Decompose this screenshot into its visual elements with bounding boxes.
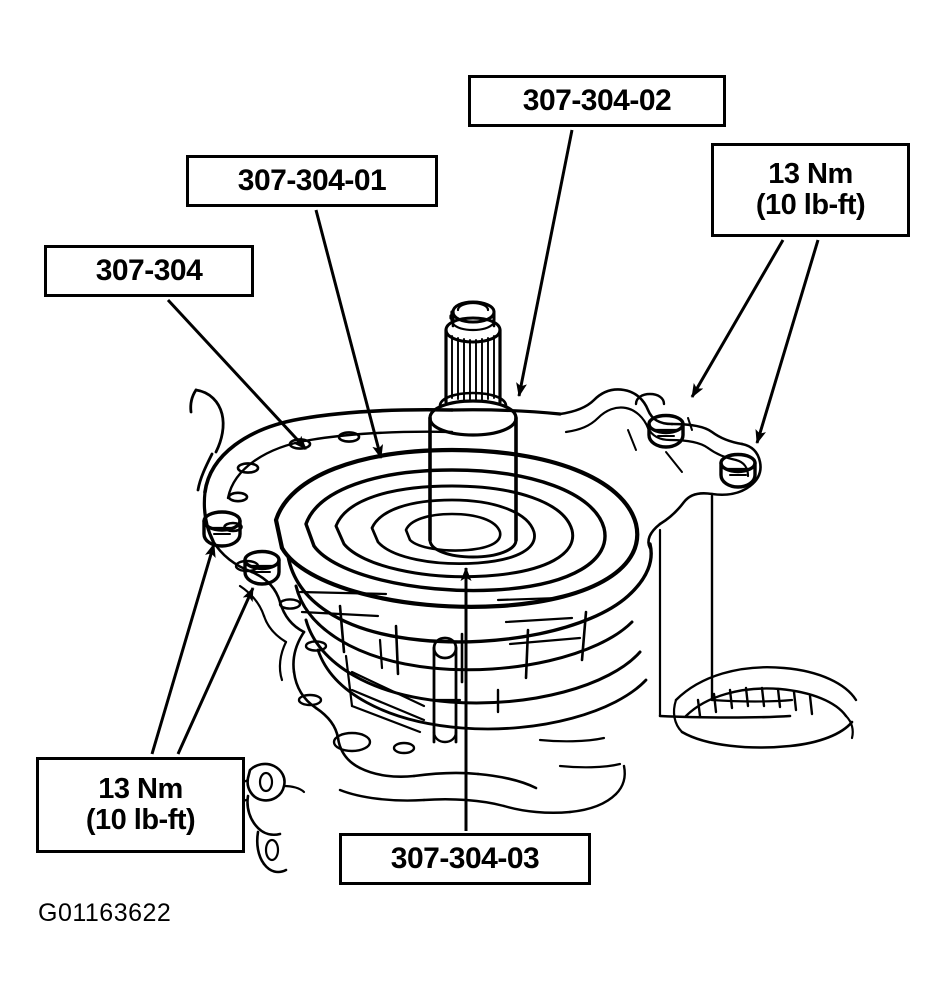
transmission-case-outline — [558, 388, 794, 719]
pump-cover-concentric-rings — [273, 447, 640, 609]
leader-307-304 — [166, 298, 308, 451]
leader-torque-left-a — [150, 543, 216, 755]
case-shadow-hatch — [298, 590, 582, 646]
torque-left-lbft: (10 lb-ft) — [85, 804, 196, 836]
pump-drive-shaft — [428, 300, 518, 559]
case-bolt-holes-lower — [234, 559, 416, 755]
case-upper-left-contour — [189, 388, 225, 492]
leader-307-304-02 — [516, 129, 574, 397]
callout-307-304-01: 307-304-01 — [186, 155, 438, 207]
bolt-boss-left-upper — [202, 510, 242, 548]
torque-left-nm: 13 Nm — [98, 772, 183, 805]
figure-id-label: G01163622 — [38, 899, 172, 927]
torque-right-lbft: (10 lb-ft) — [755, 189, 866, 221]
pump-body-lower — [286, 542, 653, 731]
torque-right-nm: 13 Nm — [768, 157, 853, 190]
dowel-pin-post — [428, 636, 462, 744]
callout-307-304-text: 307-304 — [95, 253, 203, 287]
case-vertical-edge — [464, 688, 500, 828]
case-internal-ribs — [344, 638, 426, 734]
bolt-boss-right-lower — [719, 452, 757, 489]
callout-307-304: 307-304 — [44, 245, 254, 297]
ring-gear-teeth — [672, 666, 858, 749]
leader-torque-right-b — [755, 239, 820, 444]
bolt-boss-right-upper — [647, 413, 685, 449]
callout-307-304-03-text: 307-304-03 — [390, 841, 540, 875]
callout-307-304-01-text: 307-304-01 — [237, 163, 387, 197]
bolt-boss-left-lower — [243, 549, 281, 586]
callout-torque-left: 13 Nm (10 lb-ft) — [36, 757, 245, 853]
leader-307-304-01 — [314, 209, 384, 459]
callout-307-304-03: 307-304-03 — [339, 833, 591, 885]
callout-307-304-02: 307-304-02 — [468, 75, 726, 127]
flange-bolt-holes — [223, 431, 361, 533]
callout-307-304-02-text: 307-304-02 — [522, 83, 672, 117]
callout-torque-right: 13 Nm (10 lb-ft) — [711, 143, 910, 237]
leader-torque-right-a — [690, 239, 785, 398]
leader-lines — [150, 129, 820, 831]
leader-torque-left-b — [176, 587, 255, 755]
